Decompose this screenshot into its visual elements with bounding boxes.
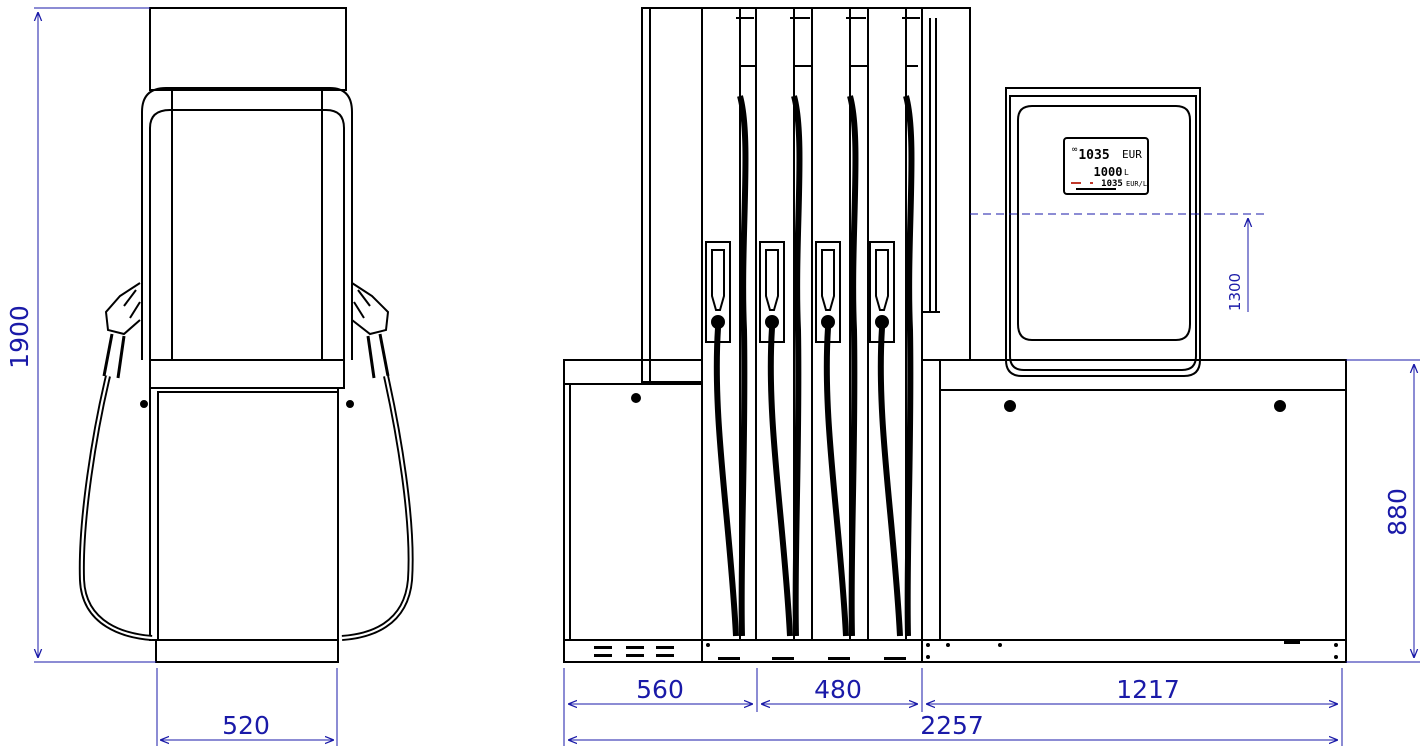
lcd-screen: ∞ 1035 EUR 1000 L 1035 EUR/L [1071, 145, 1147, 190]
lcd-volume-unit: L [1124, 168, 1129, 177]
nozzles [711, 249, 889, 329]
lcd-amount-unit: EUR [1122, 148, 1142, 161]
right-cabinet [701, 311, 1347, 663]
display-head [1005, 87, 1201, 377]
display-height-label: 1300 [1226, 273, 1244, 311]
lcd-volume: 1000 [1094, 165, 1123, 179]
front-width-label: 520 [222, 711, 270, 740]
base-height-label: 880 [1383, 488, 1412, 536]
left-section-label: 560 [636, 675, 684, 704]
hoses [713, 95, 915, 637]
svg-text:∞: ∞ [1072, 145, 1078, 155]
lcd-price-unit: EUR/L [1126, 180, 1147, 188]
total-height-label: 1900 [5, 305, 34, 369]
front-hoses [78, 375, 414, 641]
front-dimensions [34, 7, 338, 746]
front-view [102, 7, 390, 663]
base-details [594, 640, 1338, 660]
lcd-price: 1035 [1101, 179, 1123, 189]
total-width-label: 2257 [920, 711, 984, 740]
nozzle-section-label: 480 [814, 675, 862, 704]
main-dimensions [563, 213, 1420, 746]
right-section-label: 1217 [1116, 675, 1180, 704]
lcd-amount: 1035 [1078, 148, 1109, 163]
